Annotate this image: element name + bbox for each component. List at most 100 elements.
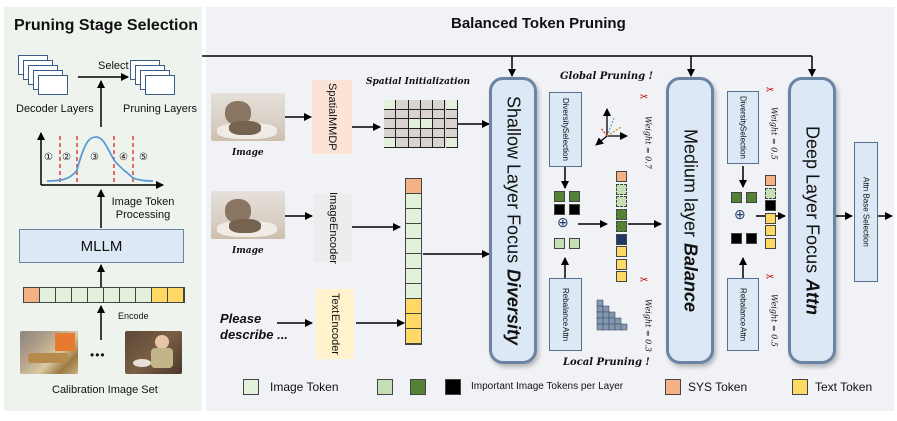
- important-token-dark-green: [569, 191, 580, 202]
- prompt-text: Please describe ...: [220, 311, 288, 343]
- token-img: [406, 269, 421, 284]
- local-pruning-label: Local Pruning !: [563, 357, 650, 368]
- token-sys: [406, 179, 421, 194]
- ellipsis: •••: [90, 348, 106, 362]
- attention-cell: [602, 305, 610, 313]
- image-encoder-box: Image Encoder: [314, 192, 352, 264]
- important-token-black: [731, 233, 742, 244]
- spatial-mmdp-box: Spatial MMDP: [312, 80, 352, 154]
- grid-cell-selected: [408, 119, 421, 129]
- grid-cell: [408, 128, 421, 139]
- scissors-icon: ✂: [766, 85, 775, 96]
- image-token-processing-label: Image Token Processing: [103, 196, 183, 222]
- output-token-green-dash: [616, 208, 627, 220]
- stage-marker-1: ①: [44, 152, 53, 163]
- important-token-light-green: [569, 238, 580, 249]
- legend-swatch-light-green: [377, 379, 393, 395]
- attention-cell: [608, 311, 616, 319]
- grid-cell: [396, 119, 409, 129]
- grid-cell: [433, 138, 446, 148]
- grid-cell: [384, 109, 397, 120]
- rebalance-line1: Rebalance: [561, 288, 570, 327]
- right-panel-title: Balanced Token Pruning: [451, 15, 626, 32]
- combine-icon: ⊕: [557, 214, 569, 230]
- diversity-line2: Selection: [561, 128, 570, 162]
- prompt-line1: Please: [220, 311, 262, 326]
- token-img: [136, 288, 152, 302]
- token-img: [120, 288, 136, 302]
- medium-layer-box: Medium layer Balance: [666, 77, 714, 364]
- grid-cell: [384, 128, 397, 139]
- global-pruning-label: Global Pruning !: [560, 71, 654, 82]
- legend-swatch-text-token: [792, 379, 808, 395]
- combine-icon: ⊕: [734, 206, 746, 222]
- token-text: [406, 329, 421, 344]
- token-distribution-curve: [46, 136, 154, 182]
- scissors-icon: ✂: [766, 272, 775, 283]
- token-img: [56, 288, 72, 302]
- important-token-light-green: [554, 238, 565, 249]
- grid-cell: [420, 128, 434, 139]
- calibration-image-child: [125, 331, 182, 374]
- image-encoder-line2: Encoder: [327, 222, 339, 264]
- grid-cell-selected: [445, 100, 458, 110]
- important-token-dark-green: [746, 192, 757, 203]
- output-token-text: [765, 237, 776, 249]
- spatial-initialization-grid: [384, 100, 458, 148]
- calibration-image-set-label: Calibration Image Set: [52, 384, 158, 396]
- medium-local-weight: Weight = 0.5: [769, 293, 779, 347]
- shallow-diversity-selection-box: Diversity Selection: [549, 92, 582, 167]
- output-token-navy: [616, 233, 627, 245]
- layer-sheet: [38, 75, 68, 95]
- shallow-layer-box: Shallow Layer Focus Diversity: [489, 77, 537, 364]
- spatial-mmdp-line2: MMDP: [326, 117, 338, 151]
- token-text: [406, 314, 421, 329]
- attention-cell: [620, 323, 628, 331]
- diversity-line1: Diversity: [738, 95, 748, 127]
- token-text: [406, 299, 421, 314]
- input-image-cat-2: [211, 191, 285, 239]
- legend-swatch-black: [445, 379, 461, 395]
- deep-layer-emphasis: Attn: [802, 278, 823, 315]
- legend-swatch-dark-green: [410, 379, 426, 395]
- grid-cell: [433, 109, 446, 120]
- token-img: [104, 288, 120, 302]
- stage-marker-2: ②: [62, 152, 71, 163]
- output-token-black: [765, 200, 776, 211]
- attention-cell: [596, 323, 604, 331]
- important-token-dark-green: [731, 192, 742, 203]
- encode-label: Encode: [118, 311, 149, 321]
- text-encoder-line1: Text: [329, 293, 341, 314]
- output-token-sys: [616, 171, 627, 182]
- deep-layer-box: Deep Layer Focus Attn: [788, 77, 836, 364]
- shallow-local-weight: Weight = 0.3: [643, 298, 653, 352]
- attn-base-selection-box: Attn Base Selection: [854, 142, 878, 282]
- grid-cell: [420, 109, 434, 120]
- attention-cell: [602, 317, 610, 325]
- grid-cell: [445, 119, 458, 129]
- medium-global-weight: Weight = 0.5: [769, 106, 779, 160]
- select-label: Select: [98, 60, 129, 72]
- grid-cell: [408, 109, 421, 120]
- grid-cell: [384, 119, 397, 129]
- pruning-layers-label: Pruning Layers: [123, 103, 197, 115]
- grid-cell-selected: [384, 100, 397, 110]
- output-token-text: [765, 212, 776, 224]
- grid-cell: [396, 128, 409, 139]
- important-token-black: [746, 233, 757, 244]
- medium-layer-emphasis: Balance: [680, 242, 701, 312]
- attention-cell: [602, 311, 610, 319]
- text-encoder-line2: Encoder: [329, 313, 341, 355]
- shallow-rebalance-attn-box: Rebalance Attn: [549, 278, 582, 351]
- shallow-global-weight: Weight = 0.7: [643, 115, 653, 169]
- diversity-line1: Diversity: [561, 97, 570, 129]
- token-img: [406, 284, 421, 299]
- grid-cell-selected: [445, 138, 458, 148]
- processing-label-line1: Image Token: [111, 196, 175, 208]
- output-token-green-dash: [616, 221, 627, 232]
- attention-cell: [596, 311, 604, 319]
- output-token-light-dash: [616, 196, 627, 207]
- attention-cell: [596, 317, 604, 325]
